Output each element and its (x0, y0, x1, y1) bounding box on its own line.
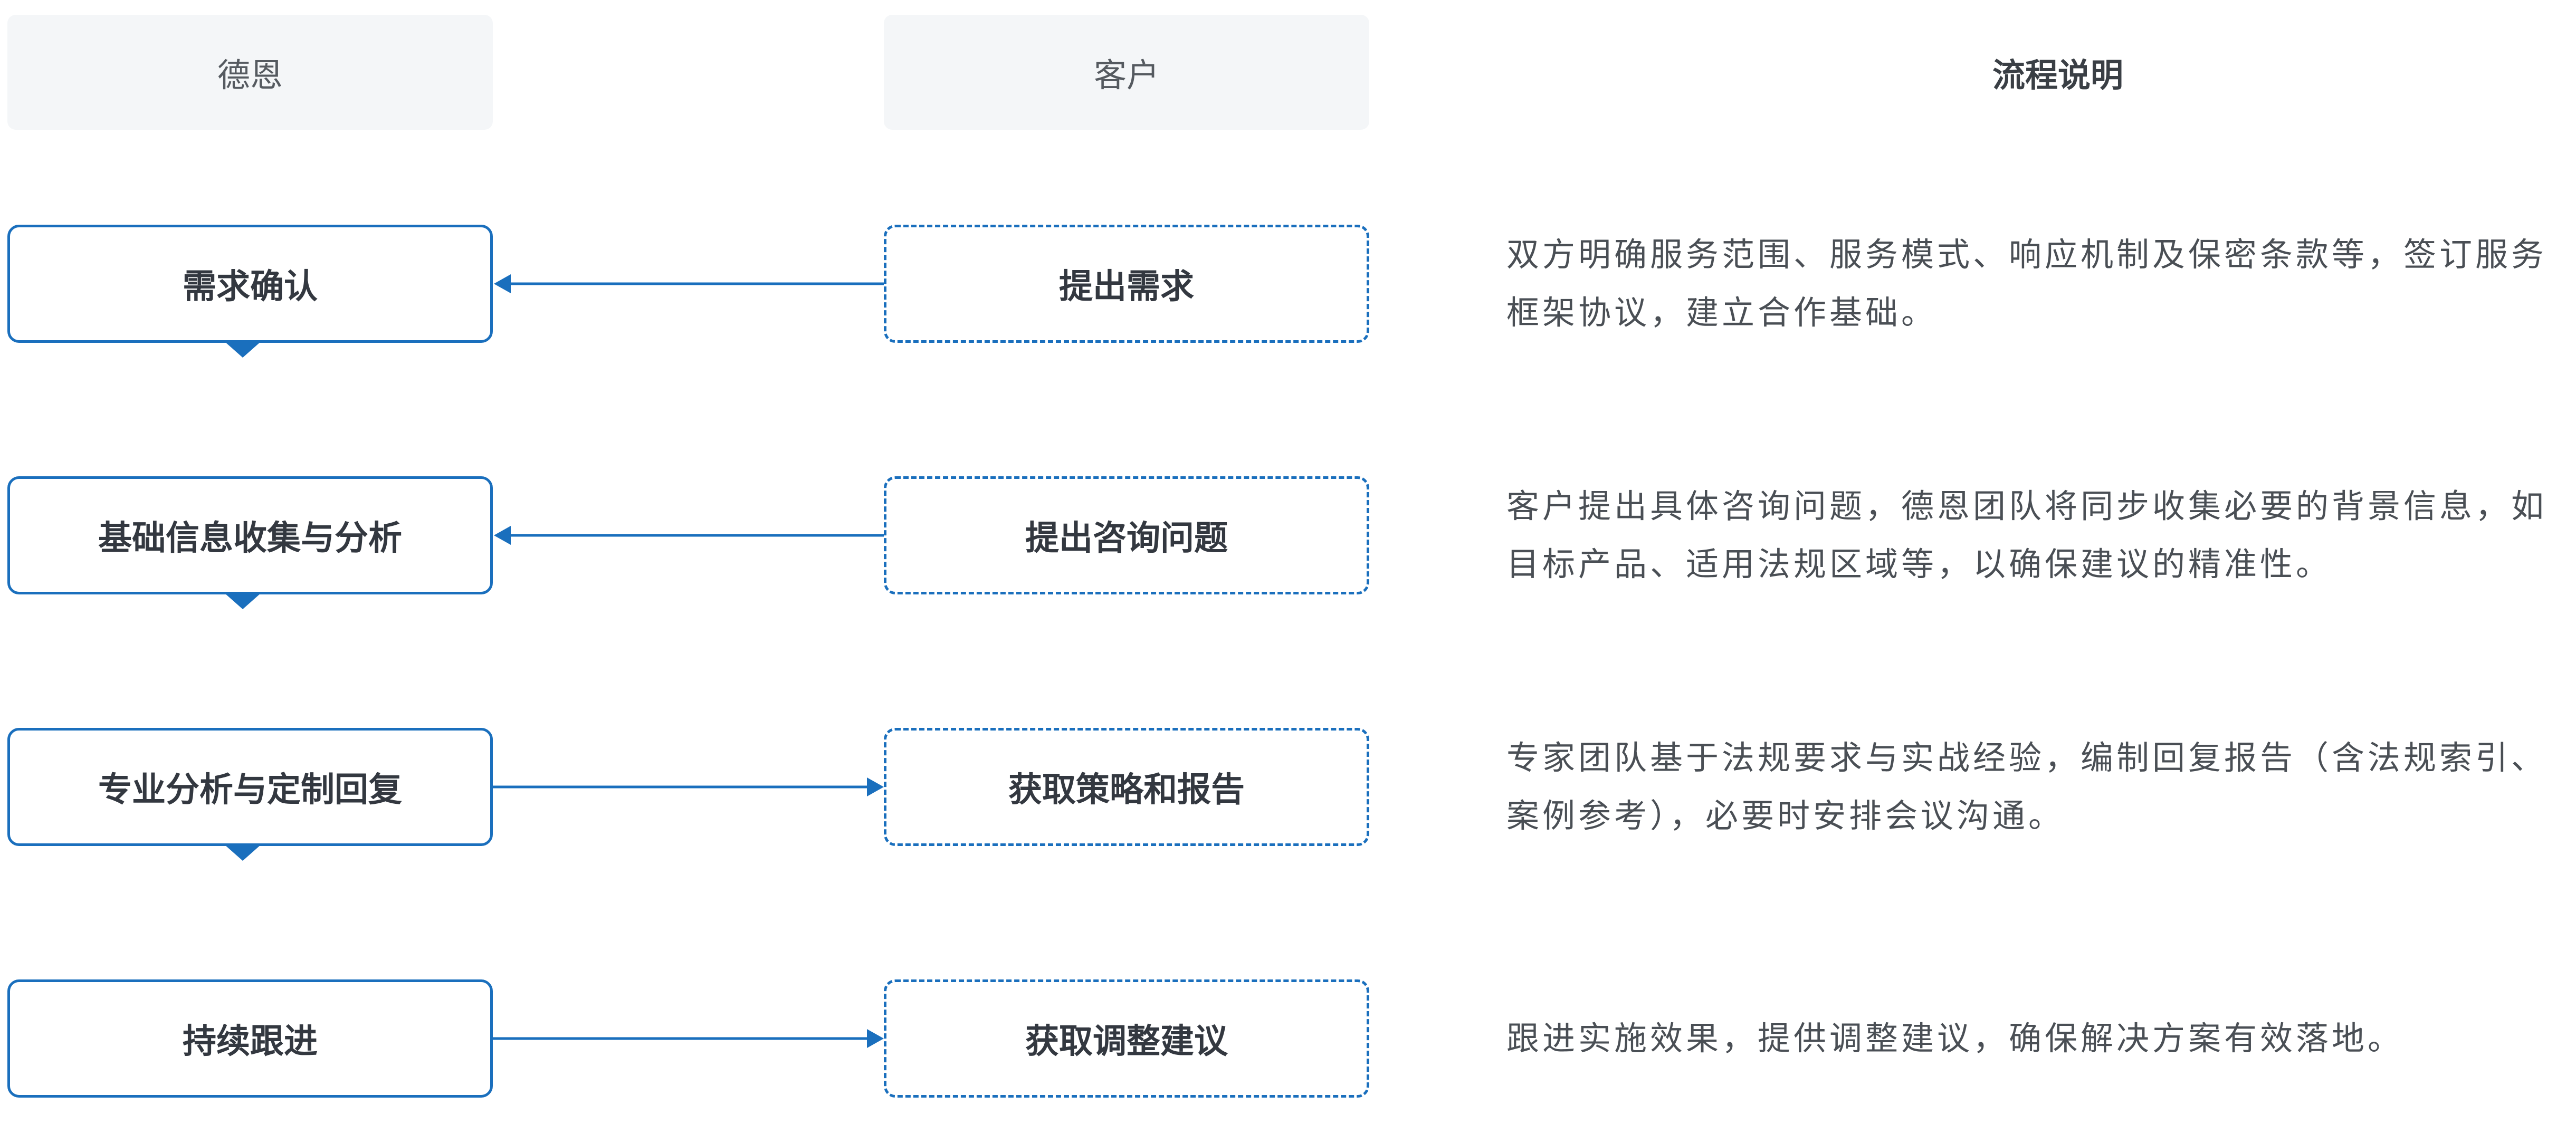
client-step-1: 提出需求 (884, 225, 1369, 343)
arrowhead-step-3 (867, 777, 884, 796)
arrowhead-step-4 (867, 1029, 884, 1048)
dean-step-4: 持续跟进 (7, 979, 493, 1098)
client-step-3: 获取策略和报告 (884, 728, 1369, 846)
client-step-2: 提出咨询问题 (884, 476, 1369, 594)
column-header-dean: 德恩 (7, 15, 493, 130)
column-header-notes: 流程说明 (1992, 56, 2123, 94)
dean-step-1: 需求确认 (7, 225, 493, 343)
note-step-1: 双方明确服务范围、服务模式、响应机制及保密条款等，签订服务框架协议，建立合作基础… (1506, 235, 2548, 332)
client-step-4: 获取调整建议 (884, 979, 1369, 1098)
arrowhead-step-1 (494, 274, 511, 293)
dean-step-2: 基础信息收集与分析 (7, 476, 493, 594)
note-step-4: 跟进实施效果，提供调整建议，确保解决方案有效落地。 (1506, 1019, 2404, 1058)
arrowhead-step-2 (494, 526, 511, 545)
note-step-2: 客户提出具体咨询问题，德恩团队将同步收集必要的背景信息，如目标产品、适用法规区域… (1506, 487, 2548, 583)
column-header-client: 客户 (884, 15, 1369, 130)
note-step-3: 专家团队基于法规要求与实战经验，编制回复报告（含法规索引、案例参考），必要时安排… (1506, 738, 2548, 835)
dean-step-3: 专业分析与定制回复 (7, 728, 493, 846)
